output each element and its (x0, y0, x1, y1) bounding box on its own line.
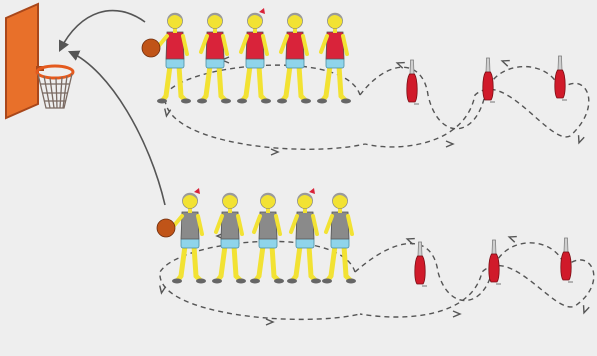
arrow-icon (452, 310, 462, 318)
skittle-pin-icon (560, 237, 573, 283)
player-top-1 (141, 12, 191, 104)
skittle-pin-icon (406, 59, 419, 105)
hair-bow (309, 188, 315, 194)
arrow-icon (265, 318, 275, 326)
lane-weave (359, 65, 590, 148)
basketball-hoop-icon (5, 2, 75, 120)
player-bottom-2 (212, 192, 246, 284)
player-top-5 (317, 12, 351, 104)
skittle-pin-icon (488, 239, 501, 285)
arrow-icon (582, 305, 590, 315)
players (141, 8, 356, 284)
hair-bow (259, 8, 265, 14)
arrow-icon (507, 235, 517, 243)
hoop-net (37, 73, 73, 109)
pass-arrow-top (58, 9, 146, 53)
arrow-icon (395, 61, 405, 69)
arrow-icon (164, 108, 172, 118)
arrow-icon (270, 148, 280, 156)
basketball-icon (141, 38, 161, 58)
backboard (5, 2, 39, 120)
player-bottom-4 (287, 188, 321, 284)
player-bottom-1 (156, 188, 206, 284)
arrow-icon (577, 135, 585, 145)
player-top-2 (197, 12, 231, 104)
skittle-pin-icon (482, 57, 495, 103)
player-top-3 (237, 8, 271, 104)
skittle-pin-icon (414, 241, 427, 287)
player-top-4 (277, 12, 311, 104)
player-bottom-5 (322, 192, 356, 284)
skittle-pin-icon (554, 55, 567, 101)
arrow-icon (500, 59, 510, 67)
arrow-icon (445, 140, 455, 148)
hoop-rim (35, 64, 75, 80)
player-bottom-3 (250, 192, 284, 284)
lane-loop (164, 64, 366, 150)
basketball-icon (156, 218, 176, 238)
skittle-pins (406, 55, 573, 287)
pass-arrow-bottom (67, 50, 166, 206)
arrow-icon (405, 237, 415, 245)
lane-weave (354, 242, 595, 318)
dribble-lane-top (164, 56, 590, 156)
hair-bow (194, 188, 200, 194)
arrow-icon (159, 285, 167, 295)
